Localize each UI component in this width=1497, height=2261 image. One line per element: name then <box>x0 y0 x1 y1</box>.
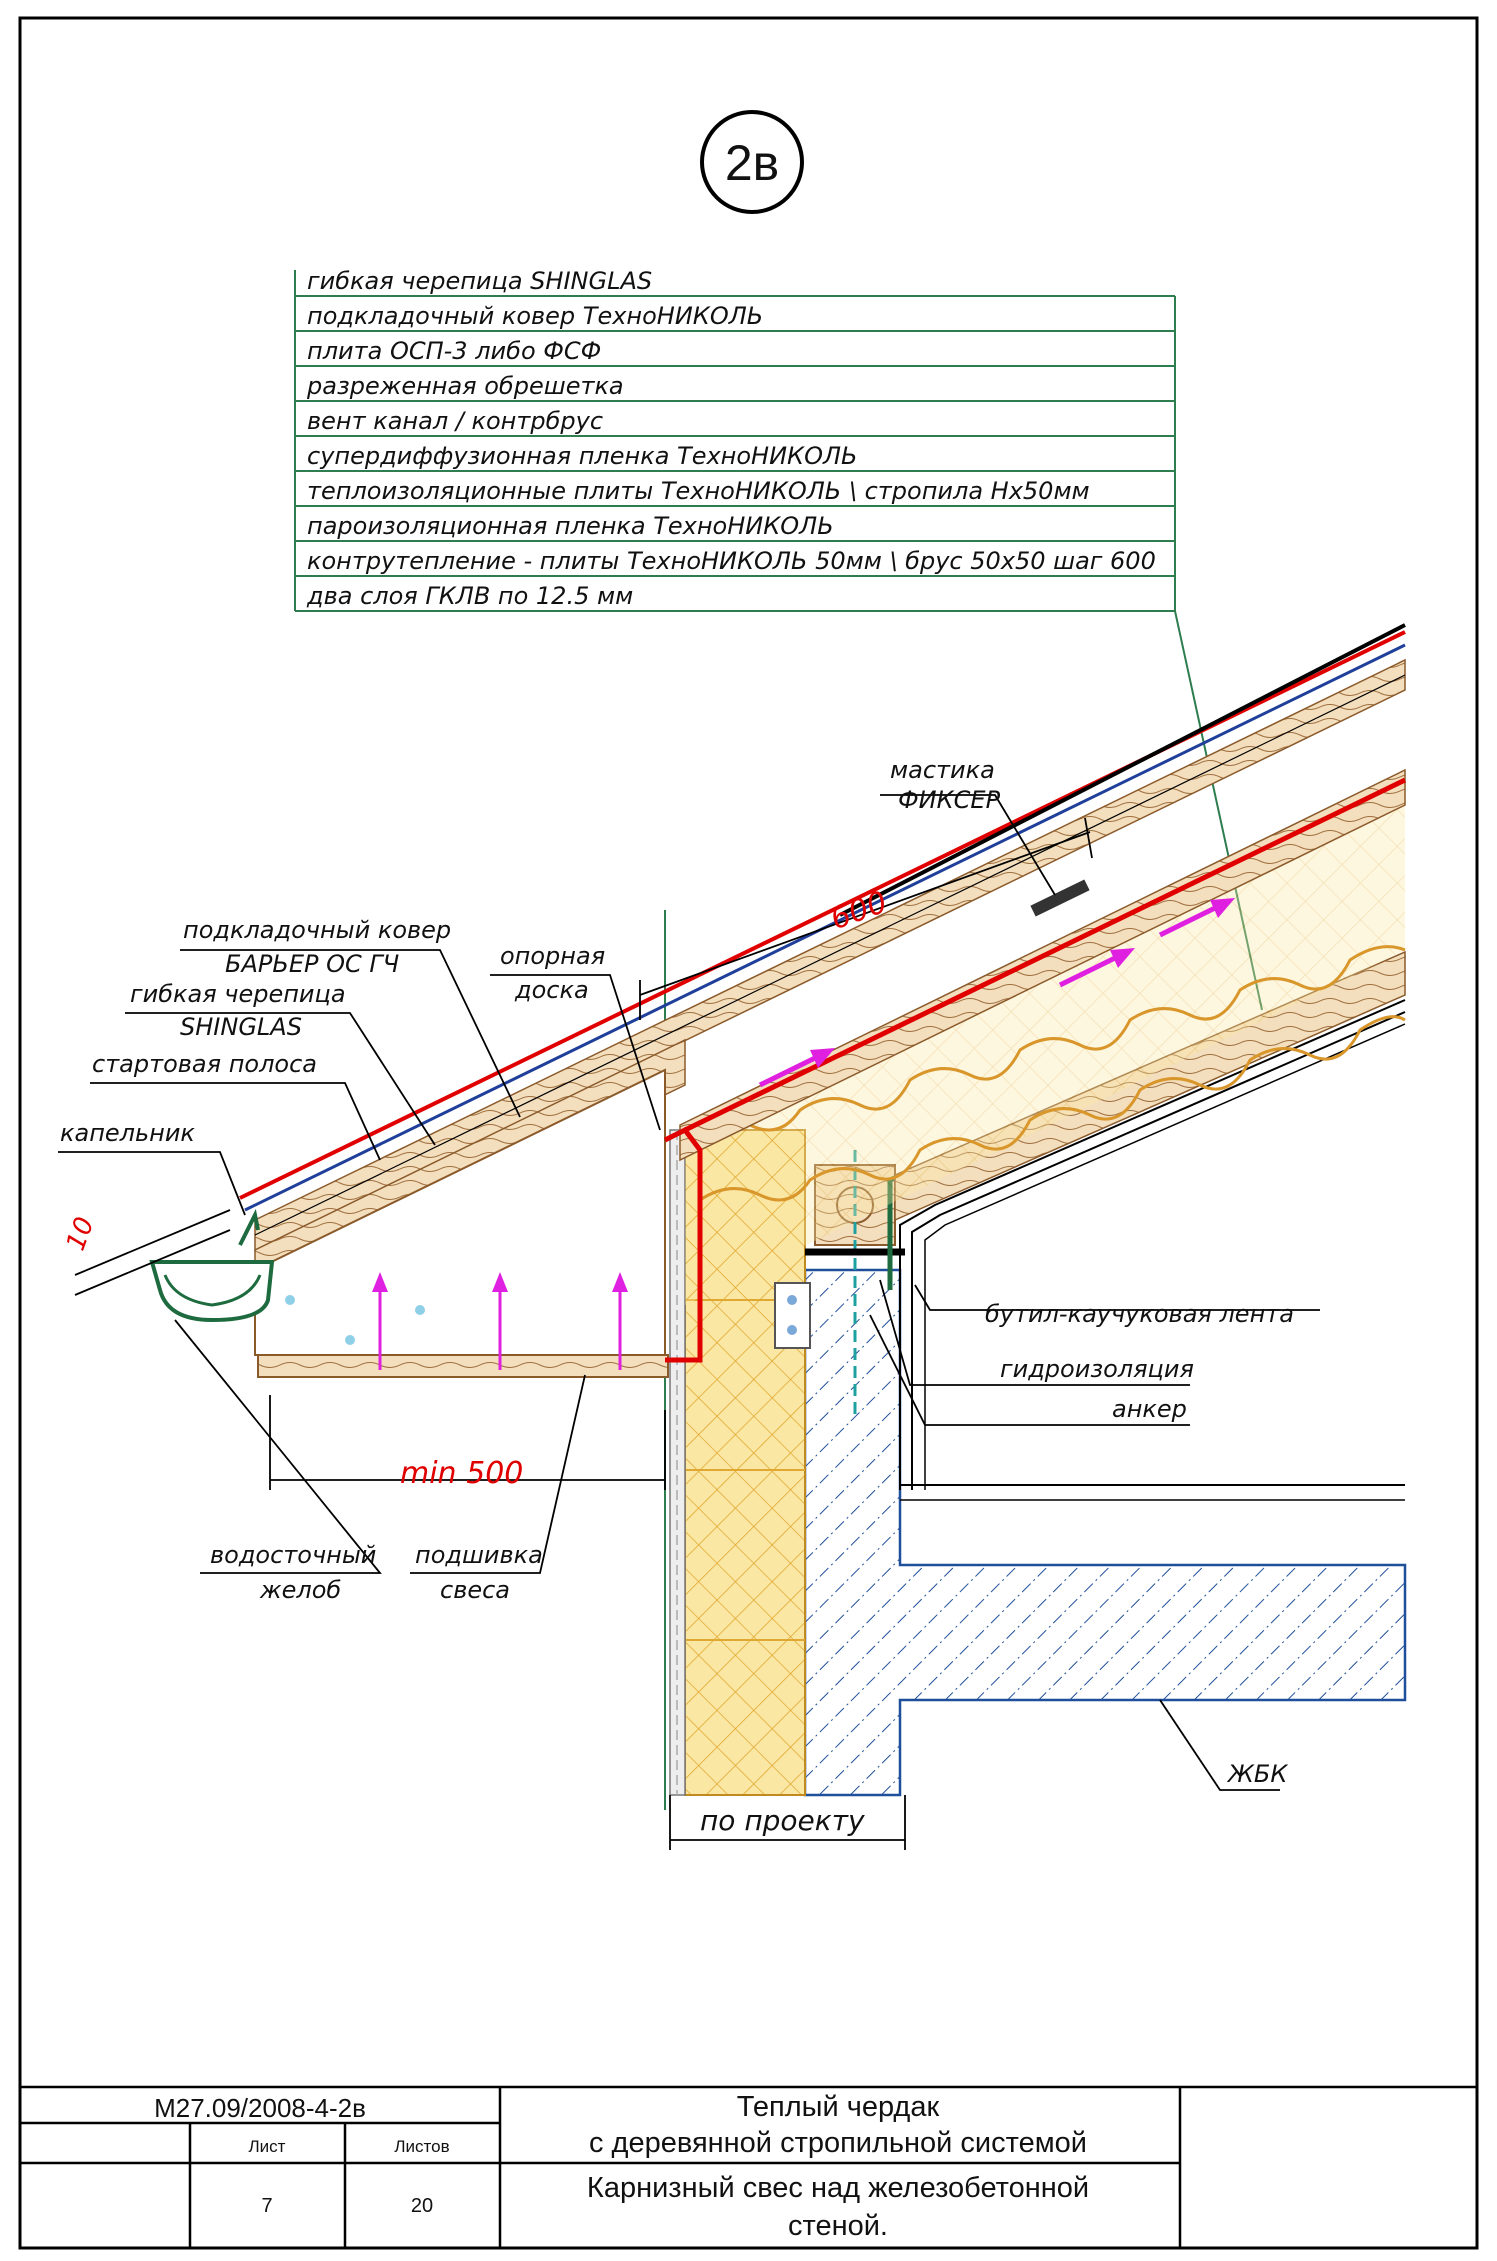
callout-concrete: ЖБК <box>1226 1760 1288 1788</box>
airflow-arrows <box>372 898 1235 1370</box>
sheets-total: 20 <box>411 2195 433 2217</box>
callout-butyl: бутил-каучуковая лента <box>985 1300 1294 1328</box>
callout-underlay-1: подкладочный ковер <box>183 916 451 944</box>
dimension-lines <box>74 817 1093 1850</box>
layer-spec-table: гибкая черепица SHINGLAS подкладочный ко… <box>294 267 1263 1011</box>
title-line-1: Теплый чердак <box>737 2091 940 2123</box>
callout-starter: стартовая полоса <box>92 1050 317 1078</box>
drawing-code: М27.09/2008-4-2в <box>154 2093 366 2123</box>
dimension-10: 10 <box>61 1213 101 1254</box>
title-line-2: с деревянной стропильной системой <box>589 2127 1087 2159</box>
layer-label-8: пароизоляционная пленка ТехноНИКОЛЬ <box>307 512 834 540</box>
subtitle-line-2: стеной. <box>788 2210 888 2242</box>
dimension-min500: min 500 <box>400 1456 523 1491</box>
layer-label-4: разреженная обрешетка <box>306 372 624 400</box>
callout-mastic-1: мастика <box>890 756 995 784</box>
layer-label-9: контрутепление - плиты ТехноНИКОЛЬ 50мм … <box>307 547 1156 575</box>
callout-waterproof: гидроизоляция <box>1000 1355 1194 1383</box>
sheet-label: Лист <box>249 2137 286 2156</box>
layer-label-7: теплоизоляционные плиты ТехноНИКОЛЬ \ ст… <box>307 477 1090 505</box>
layer-label-3: плита ОСП-3 либо ФСФ <box>307 337 601 365</box>
callout-leaders <box>58 794 1320 1791</box>
callout-gutter-2: желоб <box>259 1576 341 1604</box>
callout-shingle-2: SHINGLAS <box>180 1013 302 1041</box>
callout-underlay-2: БАРЬЕР ОС ГЧ <box>225 950 399 978</box>
sheet-border <box>18 16 1479 2250</box>
callout-soffit-2: свеса <box>440 1576 510 1604</box>
callout-shingle-1: гибкая черепица <box>130 980 346 1008</box>
subtitle-line-1: Карнизный свес над железобетонной <box>587 2172 1089 2204</box>
concrete-structure <box>803 1268 1407 1797</box>
detail-badge-label: 2в <box>725 135 779 191</box>
callout-drip: капельник <box>60 1119 195 1147</box>
callout-anchor: анкер <box>1112 1395 1187 1423</box>
overhang-soffit <box>254 1068 703 1378</box>
callout-mastic-2: ФИКСЕР <box>898 786 1001 814</box>
title-block <box>20 2085 1477 2248</box>
gutter <box>149 1208 275 1323</box>
callout-support-2: доска <box>514 976 589 1004</box>
layer-label-1: гибкая черепица SHINGLAS <box>307 267 652 295</box>
layer-label-5: вент канал / контрбрус <box>307 407 603 435</box>
callout-gutter-1: водосточный <box>210 1541 376 1569</box>
sheet-number: 7 <box>261 2195 272 2217</box>
layer-label-10: два слоя ГКЛВ по 12.5 мм <box>306 582 633 610</box>
callout-soffit-1: подшивка <box>415 1541 543 1569</box>
detail-badge: 2в <box>700 110 804 214</box>
callout-support-1: опорная <box>500 942 605 970</box>
dimension-by-project: по проекту <box>700 1804 865 1837</box>
layer-label-6: супердиффузионная пленка ТехноНИКОЛЬ <box>307 442 858 470</box>
sheets-label: Листов <box>394 2137 449 2156</box>
layer-label-2: подкладочный ковер ТехноНИКОЛЬ <box>307 302 763 330</box>
